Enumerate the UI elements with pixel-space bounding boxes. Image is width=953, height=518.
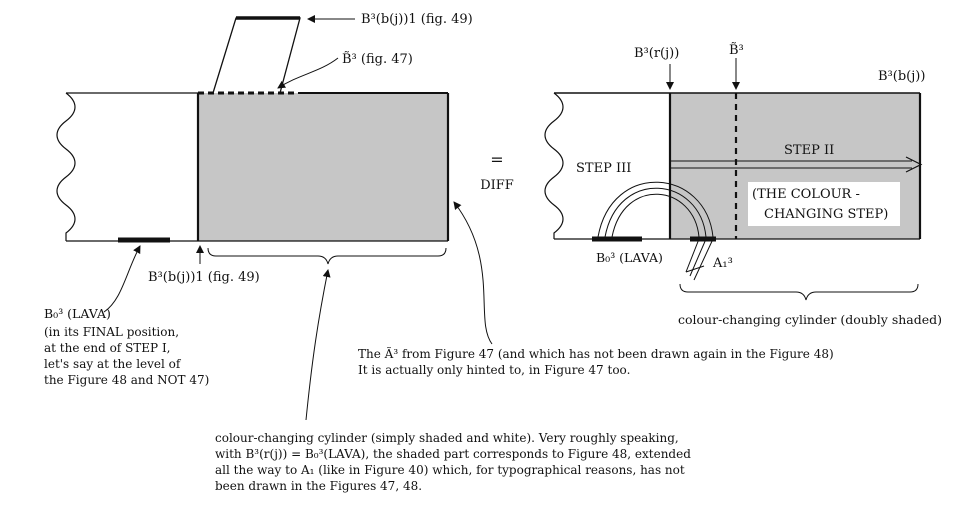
right-step-iii-arc-middle bbox=[604, 187, 707, 238]
bottom-caption-line: all the way to A₁ (like in Figure 40) wh… bbox=[215, 463, 685, 477]
right-label-bj: B³(b(j)) bbox=[878, 69, 925, 84]
right-label-rj: B³(r(j)) bbox=[634, 46, 679, 61]
lava-note-line: let's say at the level of bbox=[44, 357, 181, 371]
bottom-caption-line: been drawn in the Figures 47, 48. bbox=[215, 479, 423, 493]
left-arrow-caption bbox=[305, 269, 331, 421]
right-step-ii-label: STEP II bbox=[784, 143, 834, 158]
right-colour-step-line-2: CHANGING STEP) bbox=[764, 207, 888, 222]
left-arrow-lava bbox=[103, 245, 141, 313]
right-step-ii-arrow-head bbox=[905, 156, 923, 173]
lava-note-line: (in its FINAL position, bbox=[44, 325, 180, 339]
lava-note-line: at the end of STEP I, bbox=[44, 341, 171, 355]
left-top-parallelogram bbox=[212, 17, 301, 94]
right-step-iii-label: STEP III bbox=[576, 161, 631, 176]
left-label-btilde: B̃³ (fig. 47) bbox=[342, 51, 413, 67]
left-wavy-boundary bbox=[56, 92, 76, 241]
right-colour-step-line-1: (THE COLOUR - bbox=[752, 187, 860, 202]
bottom-caption-line: colour-changing cylinder (simply shaded … bbox=[215, 431, 679, 445]
lava-note: (in its FINAL position, at the end of ST… bbox=[44, 324, 209, 388]
a-tilde-note-line: The Ã³ from Figure 47 (and which has not… bbox=[358, 347, 834, 361]
bottom-caption-line: with B³(r(j)) = B₀³(LAVA), the shaded pa… bbox=[215, 447, 691, 461]
right-a1-line-3 bbox=[693, 238, 714, 281]
right-a1-line-1 bbox=[685, 238, 700, 273]
right-step-iii-arc-outer bbox=[597, 181, 714, 238]
right-label-btilde: B̃³ bbox=[729, 42, 744, 58]
right-brace-label: colour-changing cylinder (doubly shaded) bbox=[678, 312, 942, 327]
right-a1-tick bbox=[685, 265, 705, 273]
right-wavy-boundary bbox=[544, 92, 564, 239]
a-tilde-note: The Ã³ from Figure 47 (and which has not… bbox=[358, 346, 834, 378]
left-label-lava: B₀³ (LAVA) bbox=[44, 306, 111, 321]
right-step-iii-arc-inner bbox=[611, 193, 700, 238]
equals-sign: = bbox=[490, 150, 503, 169]
right-label-a1: A₁³ bbox=[712, 256, 733, 271]
left-figure: B³(b(j))1 (fig. 49) B̃³ (fig. 47) B³(b(j… bbox=[44, 12, 493, 421]
left-label-top: B³(b(j))1 (fig. 49) bbox=[361, 12, 473, 27]
right-colour-step-box bbox=[748, 182, 900, 226]
bottom-caption: colour-changing cylinder (simply shaded … bbox=[215, 430, 691, 494]
lava-note-line: the Figure 48 and NOT 47) bbox=[44, 373, 210, 387]
a-tilde-note-line: It is actually only hinted to, in Figure… bbox=[358, 363, 631, 377]
left-shaded-cylinder bbox=[198, 93, 448, 241]
right-figure: B³(r(j)) B̃³ B³(b(j)) STEP III STEP II (… bbox=[544, 42, 942, 327]
left-arrow-btilde bbox=[277, 57, 339, 89]
right-brace bbox=[679, 283, 919, 301]
left-arrow-atilde bbox=[453, 201, 493, 345]
right-label-lava: B₀³ (LAVA) bbox=[596, 250, 663, 265]
left-label-bottom: B³(b(j))1 (fig. 49) bbox=[148, 270, 260, 285]
equals-diff: DIFF bbox=[480, 178, 514, 193]
left-brace bbox=[207, 247, 447, 265]
